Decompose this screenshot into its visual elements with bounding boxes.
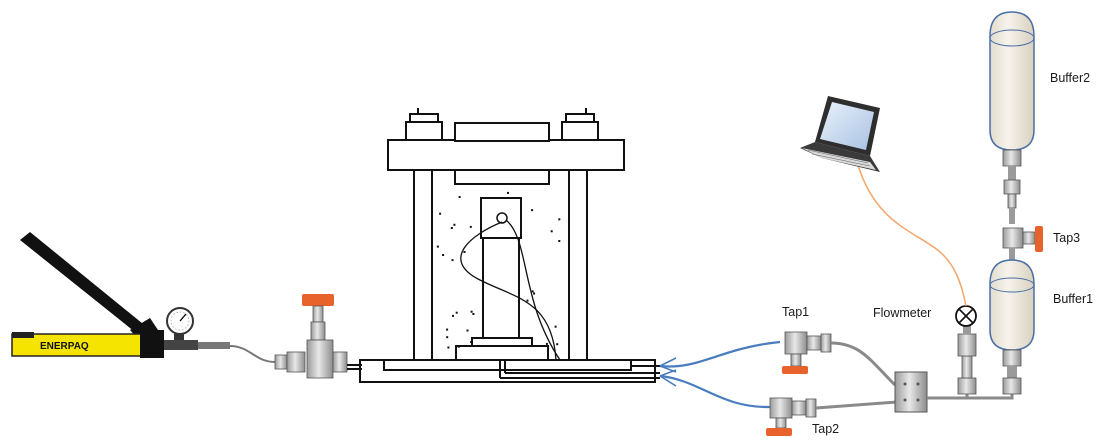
flowmeter-symbol-icon xyxy=(955,305,977,327)
tap3-handle[interactable] xyxy=(1035,226,1043,252)
speckle-dot xyxy=(446,328,449,331)
speckle-dot xyxy=(558,240,561,242)
flowmeter-label: Flowmeter xyxy=(873,306,931,320)
valve-handle[interactable] xyxy=(302,294,334,306)
signal-cable xyxy=(857,164,967,307)
speckle-dot xyxy=(452,314,454,317)
tap2-handle[interactable] xyxy=(766,428,792,436)
buffer1-fittings xyxy=(1002,349,1022,395)
junction-block xyxy=(894,371,928,413)
speckle-dot xyxy=(436,245,439,248)
buffer2-fittings xyxy=(1002,149,1022,224)
press-frame xyxy=(359,108,656,383)
buffer2-vessel xyxy=(989,11,1035,151)
pump-tubing xyxy=(229,345,276,363)
speckle-dot xyxy=(463,251,466,253)
speckle-dot xyxy=(453,223,456,226)
tap1-valve[interactable] xyxy=(782,331,832,374)
speckle-dot xyxy=(455,311,458,314)
concrete-speckle xyxy=(436,191,561,349)
buffer2-label: Buffer2 xyxy=(1050,71,1090,85)
speckle-dot xyxy=(507,191,509,194)
base-pipes xyxy=(347,360,660,379)
speckle-dot xyxy=(531,290,534,293)
pump-brand-label: ENERPAQ xyxy=(40,341,89,352)
blue-tubing xyxy=(659,340,781,409)
speckle-dot xyxy=(531,209,534,212)
speckle-dot xyxy=(526,299,529,302)
flowmeter-branch xyxy=(957,324,977,395)
tap2-label: Tap2 xyxy=(812,422,839,436)
grey-tubing xyxy=(815,341,898,410)
speckle-dot xyxy=(451,259,454,262)
speckle-dot xyxy=(472,313,475,315)
tap3-valve[interactable] xyxy=(1002,226,1043,252)
speckle-dot xyxy=(446,336,449,339)
speckle-dot xyxy=(470,310,473,313)
speckle-dot xyxy=(558,218,561,221)
speckle-dot xyxy=(457,345,460,348)
speckle-dot xyxy=(450,227,453,229)
tap1-label: Tap1 xyxy=(782,305,809,319)
speckle-dot xyxy=(447,346,450,349)
inlet-valve[interactable] xyxy=(274,294,348,379)
laptop-icon xyxy=(800,96,880,172)
speckle-dot xyxy=(545,342,548,345)
speckle-dot xyxy=(550,230,553,233)
pump-handle[interactable] xyxy=(20,232,148,336)
speckle-dot xyxy=(470,341,473,343)
hand-pump[interactable]: ENERPAQ xyxy=(11,232,230,358)
tap2-valve[interactable] xyxy=(766,397,817,436)
speckle-dot xyxy=(554,325,557,328)
speckle-dot xyxy=(458,196,461,198)
speckle-dot xyxy=(469,225,472,228)
buffer1-vessel xyxy=(989,259,1035,351)
speckle-dot xyxy=(466,329,469,332)
tap1-handle[interactable] xyxy=(782,366,808,374)
tap3-label: Tap3 xyxy=(1053,231,1080,245)
buffer1-label: Buffer1 xyxy=(1053,292,1093,306)
speckle-dot xyxy=(442,254,445,256)
speckle-dot xyxy=(556,343,559,346)
sensor-wire xyxy=(460,221,557,361)
speckle-dot xyxy=(533,292,536,295)
speckle-dot xyxy=(439,212,442,215)
